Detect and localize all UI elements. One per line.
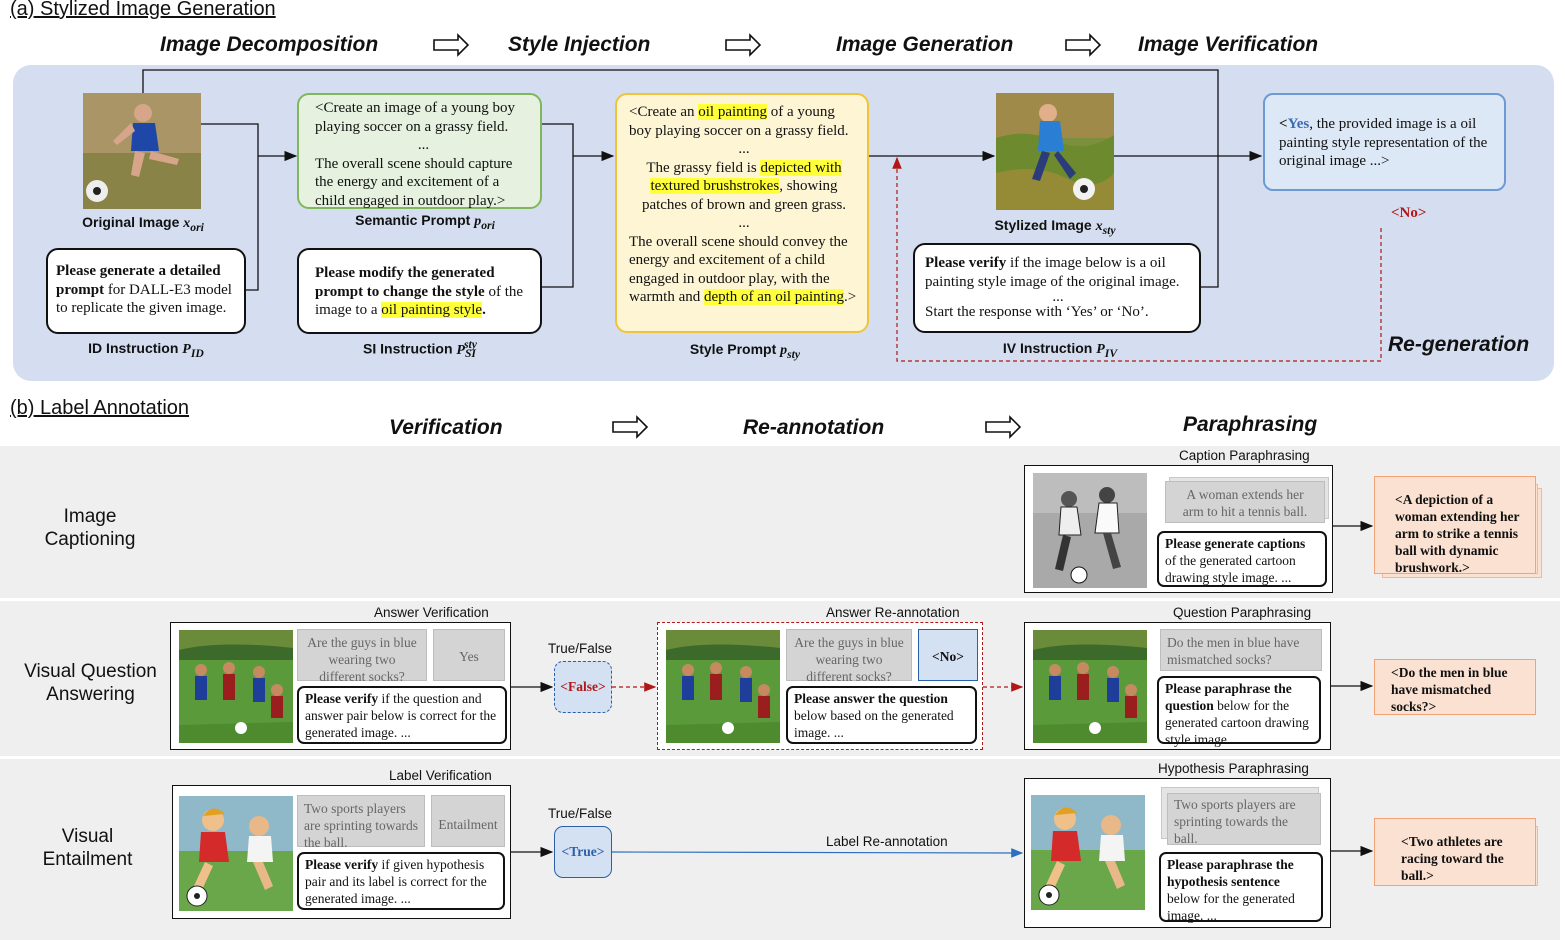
answer-verification-frame: Are the guys in blue wearing two differe…	[170, 622, 511, 750]
original-image-caption: Original Image xori	[82, 214, 204, 234]
stage-paraphrasing: Paraphrasing	[1183, 413, 1318, 436]
semantic-prompt-symbol: pori	[474, 214, 495, 232]
ve-label-box: Entailment	[431, 795, 505, 847]
ve-verify-instruction: Please verify if given hypothesis pair a…	[297, 852, 505, 910]
verification-no-label: <No>	[1391, 205, 1427, 221]
stage-style-injection: Style Injection	[508, 33, 651, 56]
ve-row-label: Visual Entailment	[42, 826, 133, 870]
hypothesis-paraphrasing-frame: Two sports players are sprinting towards…	[1024, 778, 1331, 928]
vqa-false-box: <False>	[554, 661, 612, 713]
original-image	[83, 93, 201, 209]
stylized-image-caption: Stylized Image xsty	[994, 217, 1116, 237]
vqa-question-box: Are the guys in blue wearing two differe…	[297, 629, 427, 684]
section-a-title: (a) Stylized Image Generation	[10, 0, 276, 20]
stylized-image	[996, 93, 1114, 210]
id-instruction-symbol: PID	[182, 342, 204, 360]
ve-cartoon-image	[179, 796, 293, 911]
top-loop-line	[142, 69, 1219, 288]
hypothesis-gray-box: Two sports players are sprinting towards…	[1167, 793, 1321, 846]
stage-arrow-1	[433, 33, 470, 57]
id-bracket-line	[201, 123, 259, 291]
stage-image-decomposition: Image Decomposition	[160, 33, 379, 56]
vqa-answer-box: Yes	[433, 629, 505, 681]
hypothesis-cartoon-image	[1031, 795, 1145, 910]
hypothesis-paraphrasing-label: Hypothesis Paraphrasing	[1158, 761, 1309, 776]
question-output-box: <Do the men in blue have mismatched sock…	[1374, 659, 1536, 715]
vqa-soccer-image	[179, 630, 293, 743]
si-instruction-box: Please modify the generated prompt to ch…	[297, 248, 542, 334]
style-prompt-caption: Style Prompt psty	[689, 341, 801, 361]
regeneration-loop-line	[892, 156, 1382, 362]
question-paraphrasing-label: Question Paraphrasing	[1173, 605, 1312, 620]
caption-instruction-box: Please generate captions of the generate…	[1157, 531, 1327, 587]
si-bracket-line	[542, 123, 574, 288]
caption-gray-box: A woman extends her arm to hit a tennis …	[1165, 481, 1325, 523]
paraphrasing-soccer-image	[1033, 630, 1147, 743]
reannotation-question-box: Are the guys in blue wearing two differe…	[786, 629, 912, 684]
section-b-title: (b) Label Annotation	[10, 397, 190, 419]
answer-reannotation-label: Answer Re-annotation	[826, 605, 960, 620]
label-reannotation-arrow	[611, 848, 1024, 858]
question-paraphrasing-instruction: Please paraphrase the question below for…	[1157, 676, 1321, 747]
stage-image-verification: Image Verification	[1138, 33, 1319, 56]
reannotation-instruction: Please answer the question below based o…	[786, 686, 977, 744]
reannotation-soccer-image	[666, 630, 780, 743]
ve-true-false-label: True/False	[548, 806, 613, 821]
style-prompt-symbol: psty	[780, 343, 801, 361]
stage-image-generation: Image Generation	[836, 33, 1014, 56]
semantic-prompt-caption: Semantic Prompt pori	[355, 212, 495, 232]
regeneration-label: Re-generation	[1388, 333, 1530, 356]
vqa-row-label: Visual Question Answering	[24, 661, 157, 705]
stage-arrow-4	[612, 415, 649, 439]
stage-arrow-group-b	[612, 415, 1022, 439]
iv-instruction-caption: IV Instruction PIV	[1002, 340, 1118, 360]
stage-arrow-2	[725, 33, 762, 57]
answer-reannotation-frame: Are the guys in blue wearing two differe…	[657, 622, 983, 750]
si-instruction-symbol: PSIsty	[456, 338, 477, 361]
semantic-prompt-box: <Create an image of a young boy playing …	[297, 93, 542, 209]
cartoon-tennis-image	[1033, 473, 1147, 588]
reannotation-answer-box: <No>	[918, 629, 978, 681]
vqa-verify-instruction: Please verify if the question and answer…	[297, 686, 507, 744]
caption-output-box: <A depiction of a woman extending her ar…	[1374, 476, 1536, 575]
hypothesis-output-box: <Two athletes are racing toward the ball…	[1374, 818, 1536, 886]
stage-reannotation: Re-annotation	[743, 416, 885, 439]
caption-paraphrasing-label: Caption Paraphrasing	[1179, 448, 1310, 463]
verification-yes-box: <Yes, the provided image is a oil painti…	[1263, 93, 1506, 191]
stage-verification: Verification	[389, 416, 503, 439]
si-instruction-caption: SI Instruction PSIsty	[363, 338, 477, 361]
id-instruction-caption: ID Instruction PID	[88, 340, 204, 360]
caption-paraphrasing-frame: A woman extends her arm to hit a tennis …	[1024, 465, 1333, 593]
ve-hypothesis-box: Two sports players are sprinting towards…	[297, 795, 425, 850]
id-instruction-box: Please generate a detailed prompt for DA…	[46, 248, 246, 334]
style-prompt-box: <Create an oil painting of a young boy p…	[615, 93, 869, 333]
question-paraphrasing-frame: Do the men in blue have mismatched socks…	[1024, 622, 1331, 750]
iv-instruction-symbol: PIV	[1096, 342, 1118, 360]
label-reannotation-label: Label Re-annotation	[826, 834, 948, 849]
ve-true-box: <True>	[554, 826, 612, 878]
stage-arrow-group-a	[433, 33, 1102, 57]
stage-arrow-3	[1065, 33, 1102, 57]
stylized-image-symbol: xsty	[1095, 219, 1116, 237]
question-paraphrasing-gray-box: Do the men in blue have mismatched socks…	[1160, 629, 1322, 671]
stage-arrow-5	[985, 415, 1022, 439]
label-verification-frame: Two sports players are sprinting towards…	[172, 785, 511, 919]
original-image-symbol: xori	[183, 216, 204, 234]
label-verification-label: Label Verification	[389, 768, 492, 783]
iv-instruction-box: Please verify if the image below is a oi…	[913, 243, 1201, 333]
answer-verification-label: Answer Verification	[374, 605, 489, 620]
captioning-row-label: Image Captioning	[44, 506, 136, 550]
hypothesis-instruction: Please paraphrase the hypothesis sentenc…	[1159, 852, 1323, 923]
vqa-true-false-label: True/False	[548, 641, 613, 656]
